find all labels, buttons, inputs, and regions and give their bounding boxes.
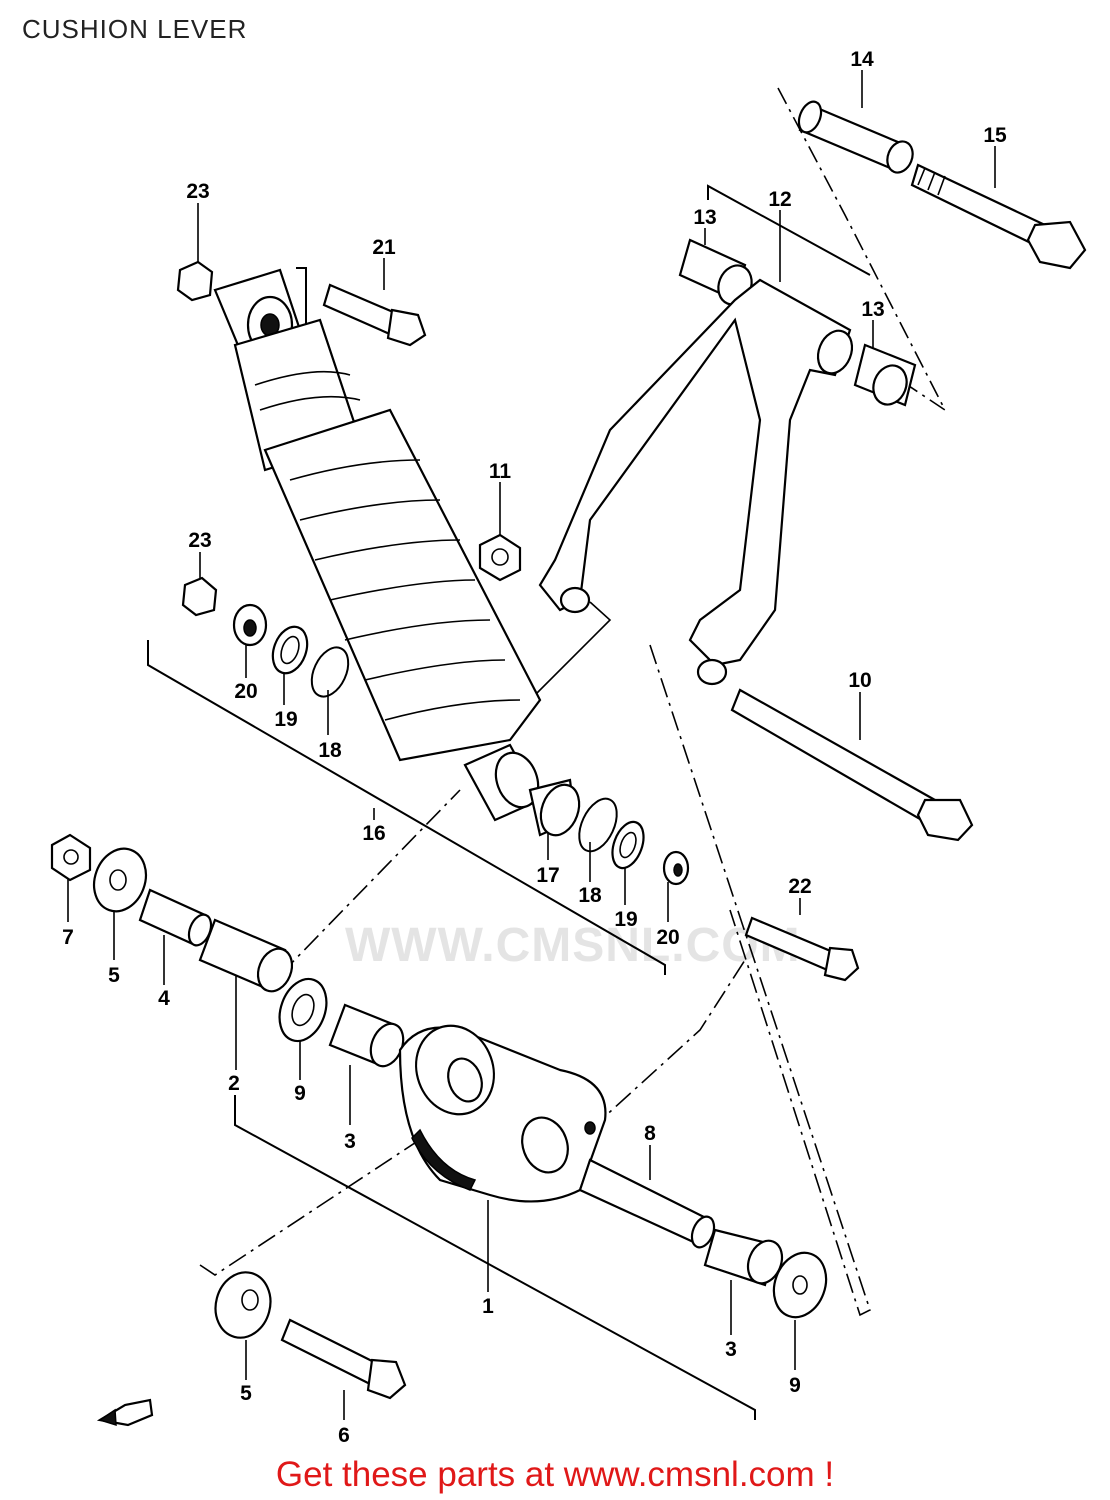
label-9-upper: 9 <box>294 1082 306 1105</box>
group-bracket-lines <box>147 87 948 1420</box>
part-7-nut <box>50 833 92 882</box>
part-9-washer-upper <box>278 977 328 1043</box>
part-13-bearing-lower <box>853 343 917 407</box>
part-number-labels: 14 15 12 13 13 23 21 11 23 20 19 18 10 1… <box>62 48 1007 1447</box>
label-19-lower: 19 <box>614 908 637 931</box>
part-16-shock-absorber <box>213 268 542 822</box>
label-23-upper: 23 <box>186 180 209 203</box>
label-12: 12 <box>768 188 791 211</box>
label-13-upper: 13 <box>693 206 716 229</box>
label-5-lower: 5 <box>240 1382 252 1405</box>
part-22-bolt <box>744 916 860 982</box>
label-6: 6 <box>338 1424 350 1447</box>
exploded-parts-diagram: 14 15 12 13 13 23 21 11 23 20 19 18 10 1… <box>50 48 1087 1447</box>
label-2: 2 <box>228 1072 240 1095</box>
label-3-lower: 3 <box>725 1338 737 1361</box>
part-3-bearing-lower <box>703 1228 784 1287</box>
label-3-upper: 3 <box>344 1130 356 1153</box>
part-20-collar-upper <box>232 603 268 647</box>
part-17-bearing <box>528 778 581 837</box>
part-23-nut-lower <box>181 576 218 617</box>
label-5-upper: 5 <box>108 964 120 987</box>
part-20-collar-lower <box>662 850 690 886</box>
part-6-bolt <box>280 1318 407 1400</box>
page-title: CUSHION LEVER <box>22 14 248 44</box>
label-14: 14 <box>850 48 874 71</box>
label-11: 11 <box>489 460 512 483</box>
part-1-cushion-lever <box>398 1024 607 1203</box>
part-19-seal-upper <box>271 625 309 675</box>
part-21-bolt <box>322 283 427 347</box>
label-18-upper: 18 <box>318 739 342 762</box>
label-15: 15 <box>983 124 1007 147</box>
part-10-bolt <box>730 688 974 842</box>
label-20-upper: 20 <box>234 680 257 703</box>
label-22: 22 <box>788 875 811 898</box>
label-10: 10 <box>848 669 871 692</box>
label-23-lower: 23 <box>188 529 211 552</box>
part-15-bolt <box>910 163 1087 270</box>
watermark: WWW.CMSNL.COM <box>345 919 801 972</box>
part-5-washer-upper <box>92 847 148 913</box>
label-20-lower: 20 <box>656 926 679 949</box>
part-2-bearing <box>198 918 294 993</box>
label-13-lower: 13 <box>861 298 884 321</box>
part-23-nut-upper <box>176 260 214 302</box>
label-21: 21 <box>372 236 396 259</box>
label-9-lower: 9 <box>789 1374 801 1397</box>
label-8: 8 <box>644 1122 656 1145</box>
part-19-seal-lower <box>611 820 645 870</box>
part-9-washer-lower <box>772 1251 828 1319</box>
label-19-upper: 19 <box>274 708 297 731</box>
footer-link-text[interactable]: Get these parts at www.cmsnl.com ! <box>275 1455 835 1494</box>
label-16: 16 <box>362 822 385 845</box>
label-1: 1 <box>482 1295 494 1318</box>
part-3-bearing-upper <box>328 1003 405 1068</box>
front-direction-arrow-icon <box>96 1398 154 1427</box>
part-4-collar <box>138 888 213 947</box>
part-18-ring-upper <box>310 646 350 698</box>
label-18-lower: 18 <box>578 884 602 907</box>
part-12-cushion-rod <box>538 278 854 686</box>
part-8-spacer <box>578 1158 716 1249</box>
part-18-ring-lower <box>578 797 618 853</box>
label-7: 7 <box>62 926 74 949</box>
part-5-washer-lower <box>214 1271 272 1339</box>
label-4: 4 <box>158 987 170 1010</box>
part-11-nut <box>478 533 522 582</box>
label-17: 17 <box>536 864 559 887</box>
part-14-sleeve <box>797 100 914 174</box>
